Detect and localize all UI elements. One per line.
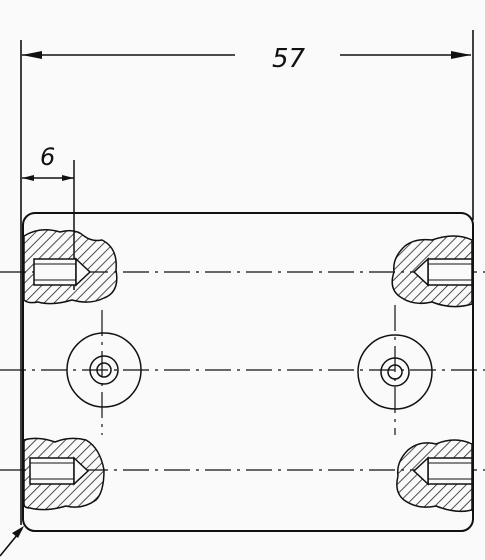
counterbore-hole-right: [357, 334, 433, 410]
leader-arrow: [0, 526, 24, 557]
threaded-hole-bottom-right: [396, 439, 473, 513]
counterbore-hole-left: [66, 332, 142, 408]
dimension-label-57: 57: [272, 44, 306, 74]
threaded-hole-bottom-left: [23, 437, 105, 511]
centerlines: [0, 271, 485, 471]
dimension-57: [20, 30, 474, 525]
threaded-hole-top-right: [391, 235, 473, 308]
dimension-label-6: 6: [40, 143, 55, 171]
plate-outline: [22, 212, 474, 532]
threaded-hole-top-left: [23, 229, 118, 305]
